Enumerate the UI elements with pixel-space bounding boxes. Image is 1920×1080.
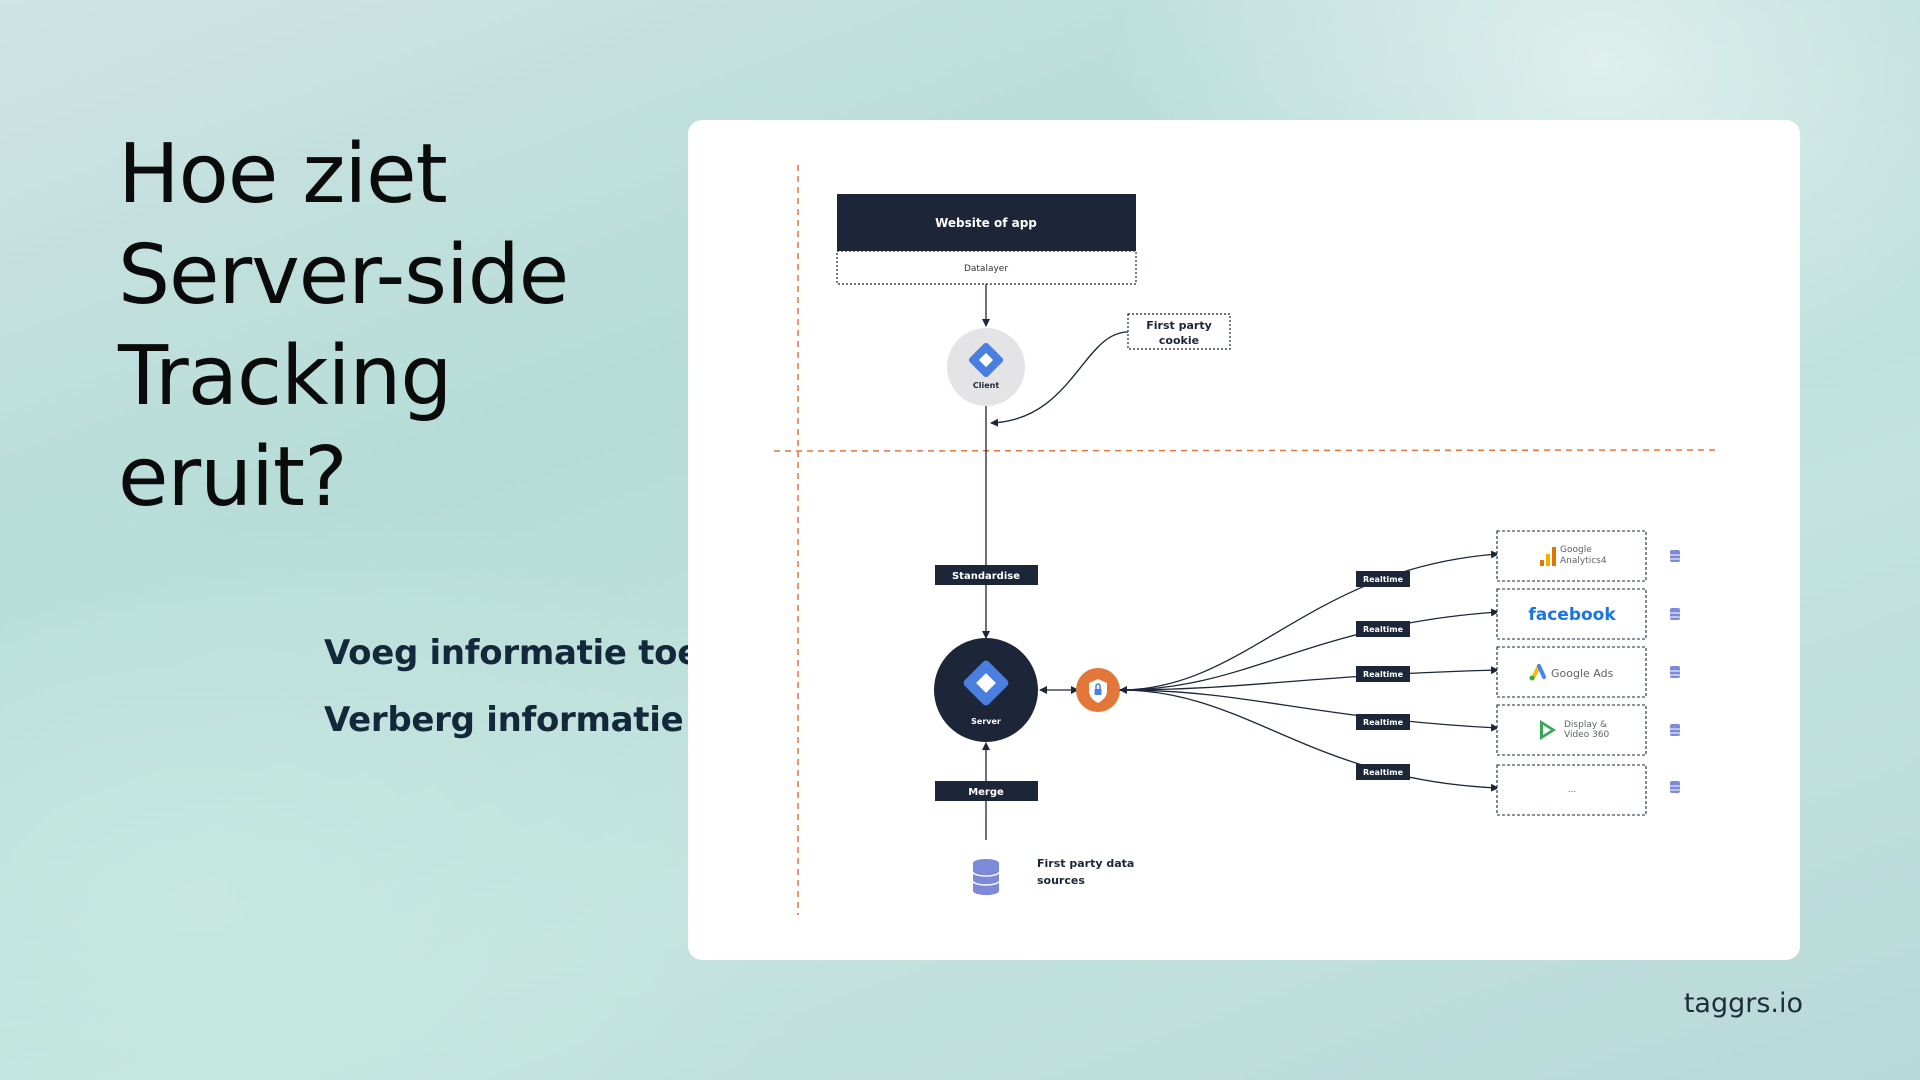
boundary-line-horizontal — [773, 449, 1717, 452]
annotation-hide-info: Verberg informatie — [324, 700, 684, 740]
database-icon — [1670, 724, 1680, 736]
realtime-tag — [1356, 621, 1410, 637]
realtime-tag-label: Realtime — [1363, 718, 1404, 727]
architecture-diagram: Website of app Datalayer Client First pa… — [773, 165, 1717, 915]
standardise-box — [935, 565, 1038, 585]
realtime-connector — [1119, 666, 1499, 691]
title-line: Hoe ziet — [118, 127, 448, 222]
merge-box — [935, 781, 1038, 801]
title-line: Tracking — [118, 329, 452, 424]
destination-display-video: Display & Video 360 — [1496, 704, 1647, 756]
dv-label-1: Display & — [1564, 720, 1607, 730]
google-ads-label: Google Ads — [1551, 667, 1614, 680]
ga-label-1: Google — [1560, 545, 1592, 555]
destination-more: ... — [1496, 764, 1647, 816]
database-icon — [1670, 608, 1680, 620]
realtime-connector — [1119, 608, 1499, 691]
slide-title: Hoe ziet Server-side Tracking eruit? — [118, 124, 569, 528]
standardise-label: Standardise — [952, 571, 1020, 582]
realtime-tag — [1356, 714, 1410, 730]
realtime-tag-label: Realtime — [1363, 670, 1404, 679]
realtime-connectors — [1119, 550, 1499, 792]
realtime-tag-label: Realtime — [1363, 625, 1404, 634]
more-label: ... — [1568, 785, 1577, 795]
diagram-card: Website of app Datalayer Client First pa… — [688, 120, 1800, 960]
footer-brand: taggrs.io — [1683, 988, 1803, 1019]
destination-google-analytics: Google Analytics4 — [1496, 530, 1647, 582]
datalayer-box — [836, 250, 1137, 285]
cookie-connector — [990, 331, 1129, 427]
realtime-tag — [1356, 571, 1410, 587]
realtime-tag — [1356, 764, 1410, 780]
ga-label-2: Analytics4 — [1560, 556, 1607, 566]
google-ads-icon — [1529, 664, 1546, 681]
realtime-tag-label: Realtime — [1363, 575, 1404, 584]
website-label: Website of app — [935, 216, 1037, 230]
website-box — [837, 194, 1136, 251]
database-icon — [972, 859, 1000, 895]
client-label: Client — [973, 381, 999, 390]
cookie-label-2: cookie — [1159, 334, 1199, 347]
datalayer-label: Datalayer — [964, 264, 1008, 274]
realtime-tag — [1356, 666, 1410, 682]
shield-lock-icon — [1076, 668, 1120, 712]
data-sources-label-2: sources — [1037, 874, 1085, 887]
facebook-label: facebook — [1528, 605, 1616, 625]
destination-google-ads: Google Ads — [1496, 646, 1647, 698]
server-label: Server — [971, 717, 1001, 726]
gtm-diamond-icon — [963, 660, 1009, 706]
destination-facebook: facebook — [1496, 588, 1647, 640]
annotation-add-info: Voeg informatie toe — [324, 633, 700, 673]
title-line: Server-side — [118, 228, 569, 323]
cookie-label-1: First party — [1146, 319, 1212, 332]
title-line: eruit? — [118, 430, 348, 525]
database-icon — [1670, 666, 1680, 678]
analytics-bars-icon — [1540, 547, 1556, 566]
database-icon — [1670, 550, 1680, 562]
merge-label: Merge — [968, 787, 1004, 798]
realtime-connector — [1119, 689, 1499, 732]
database-icon — [1670, 781, 1680, 793]
realtime-tag-label: Realtime — [1363, 768, 1404, 777]
realtime-connector — [1119, 550, 1499, 691]
data-sources-label-1: First party data — [1037, 857, 1134, 870]
dv-label-2: Video 360 — [1564, 730, 1610, 740]
realtime-connector — [1119, 689, 1499, 792]
gtm-diamond-icon — [968, 342, 1004, 378]
